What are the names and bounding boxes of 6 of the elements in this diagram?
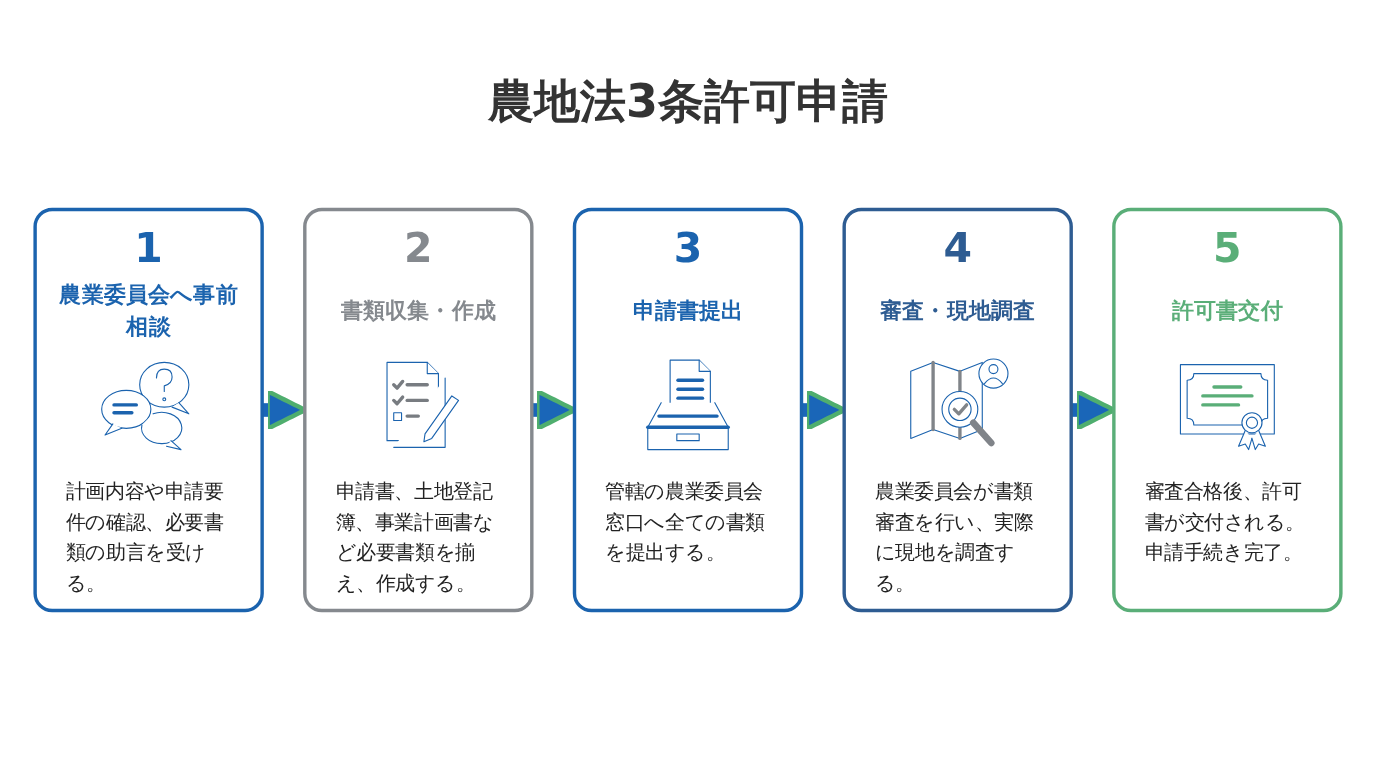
node-box: 3 申請書提出 管轄の農業委員会窓口へ全ての書類を提出する。 — [572, 207, 804, 613]
node-box: 2 書類収集・作成 申請書、土地登記簿、事業計画書など必要書類を揃え、作成する。 — [303, 207, 534, 613]
node-box: 5 許可書交付 審査合格後、許可書が交付される。申請手続き完了。 — [1112, 207, 1343, 613]
node-box: 4 審査・現地調査 農業委員会が書類審査を行い、実際に現地を調査する。 — [842, 207, 1073, 613]
title: 農地法3条許可申請 — [487, 73, 889, 130]
node-box: 1 農業委員会へ事前相談 計画内容や申請要件の確認、必要書類の助言を受ける。 — [33, 207, 264, 613]
